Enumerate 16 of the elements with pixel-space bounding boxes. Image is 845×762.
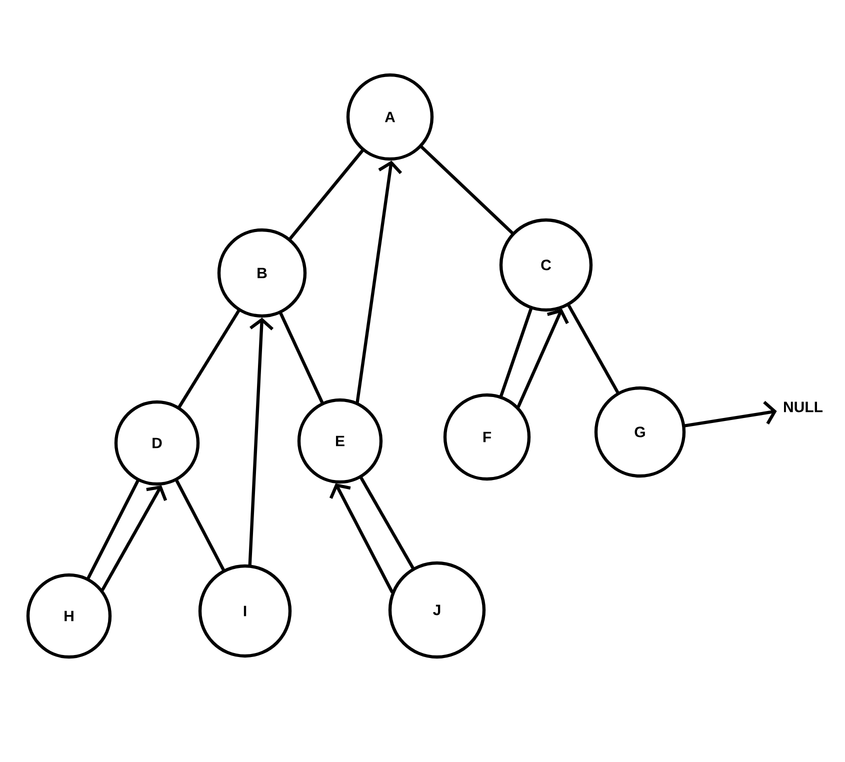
tree-edge [567, 304, 620, 394]
tree-edge [86, 479, 140, 580]
arrow [516, 308, 569, 408]
tree-edge [420, 145, 514, 235]
tree-edge [175, 479, 225, 572]
tree-edge [178, 309, 240, 408]
tree-edge [279, 312, 324, 404]
tree-edge [360, 476, 414, 570]
arrow [684, 400, 777, 428]
tree-edge [288, 149, 364, 240]
tree-edge [500, 307, 532, 398]
arrow [100, 485, 168, 592]
arrow [356, 160, 402, 404]
label-text: NULL [784, 402, 823, 412]
arrow [329, 483, 394, 594]
arrow [248, 318, 274, 566]
